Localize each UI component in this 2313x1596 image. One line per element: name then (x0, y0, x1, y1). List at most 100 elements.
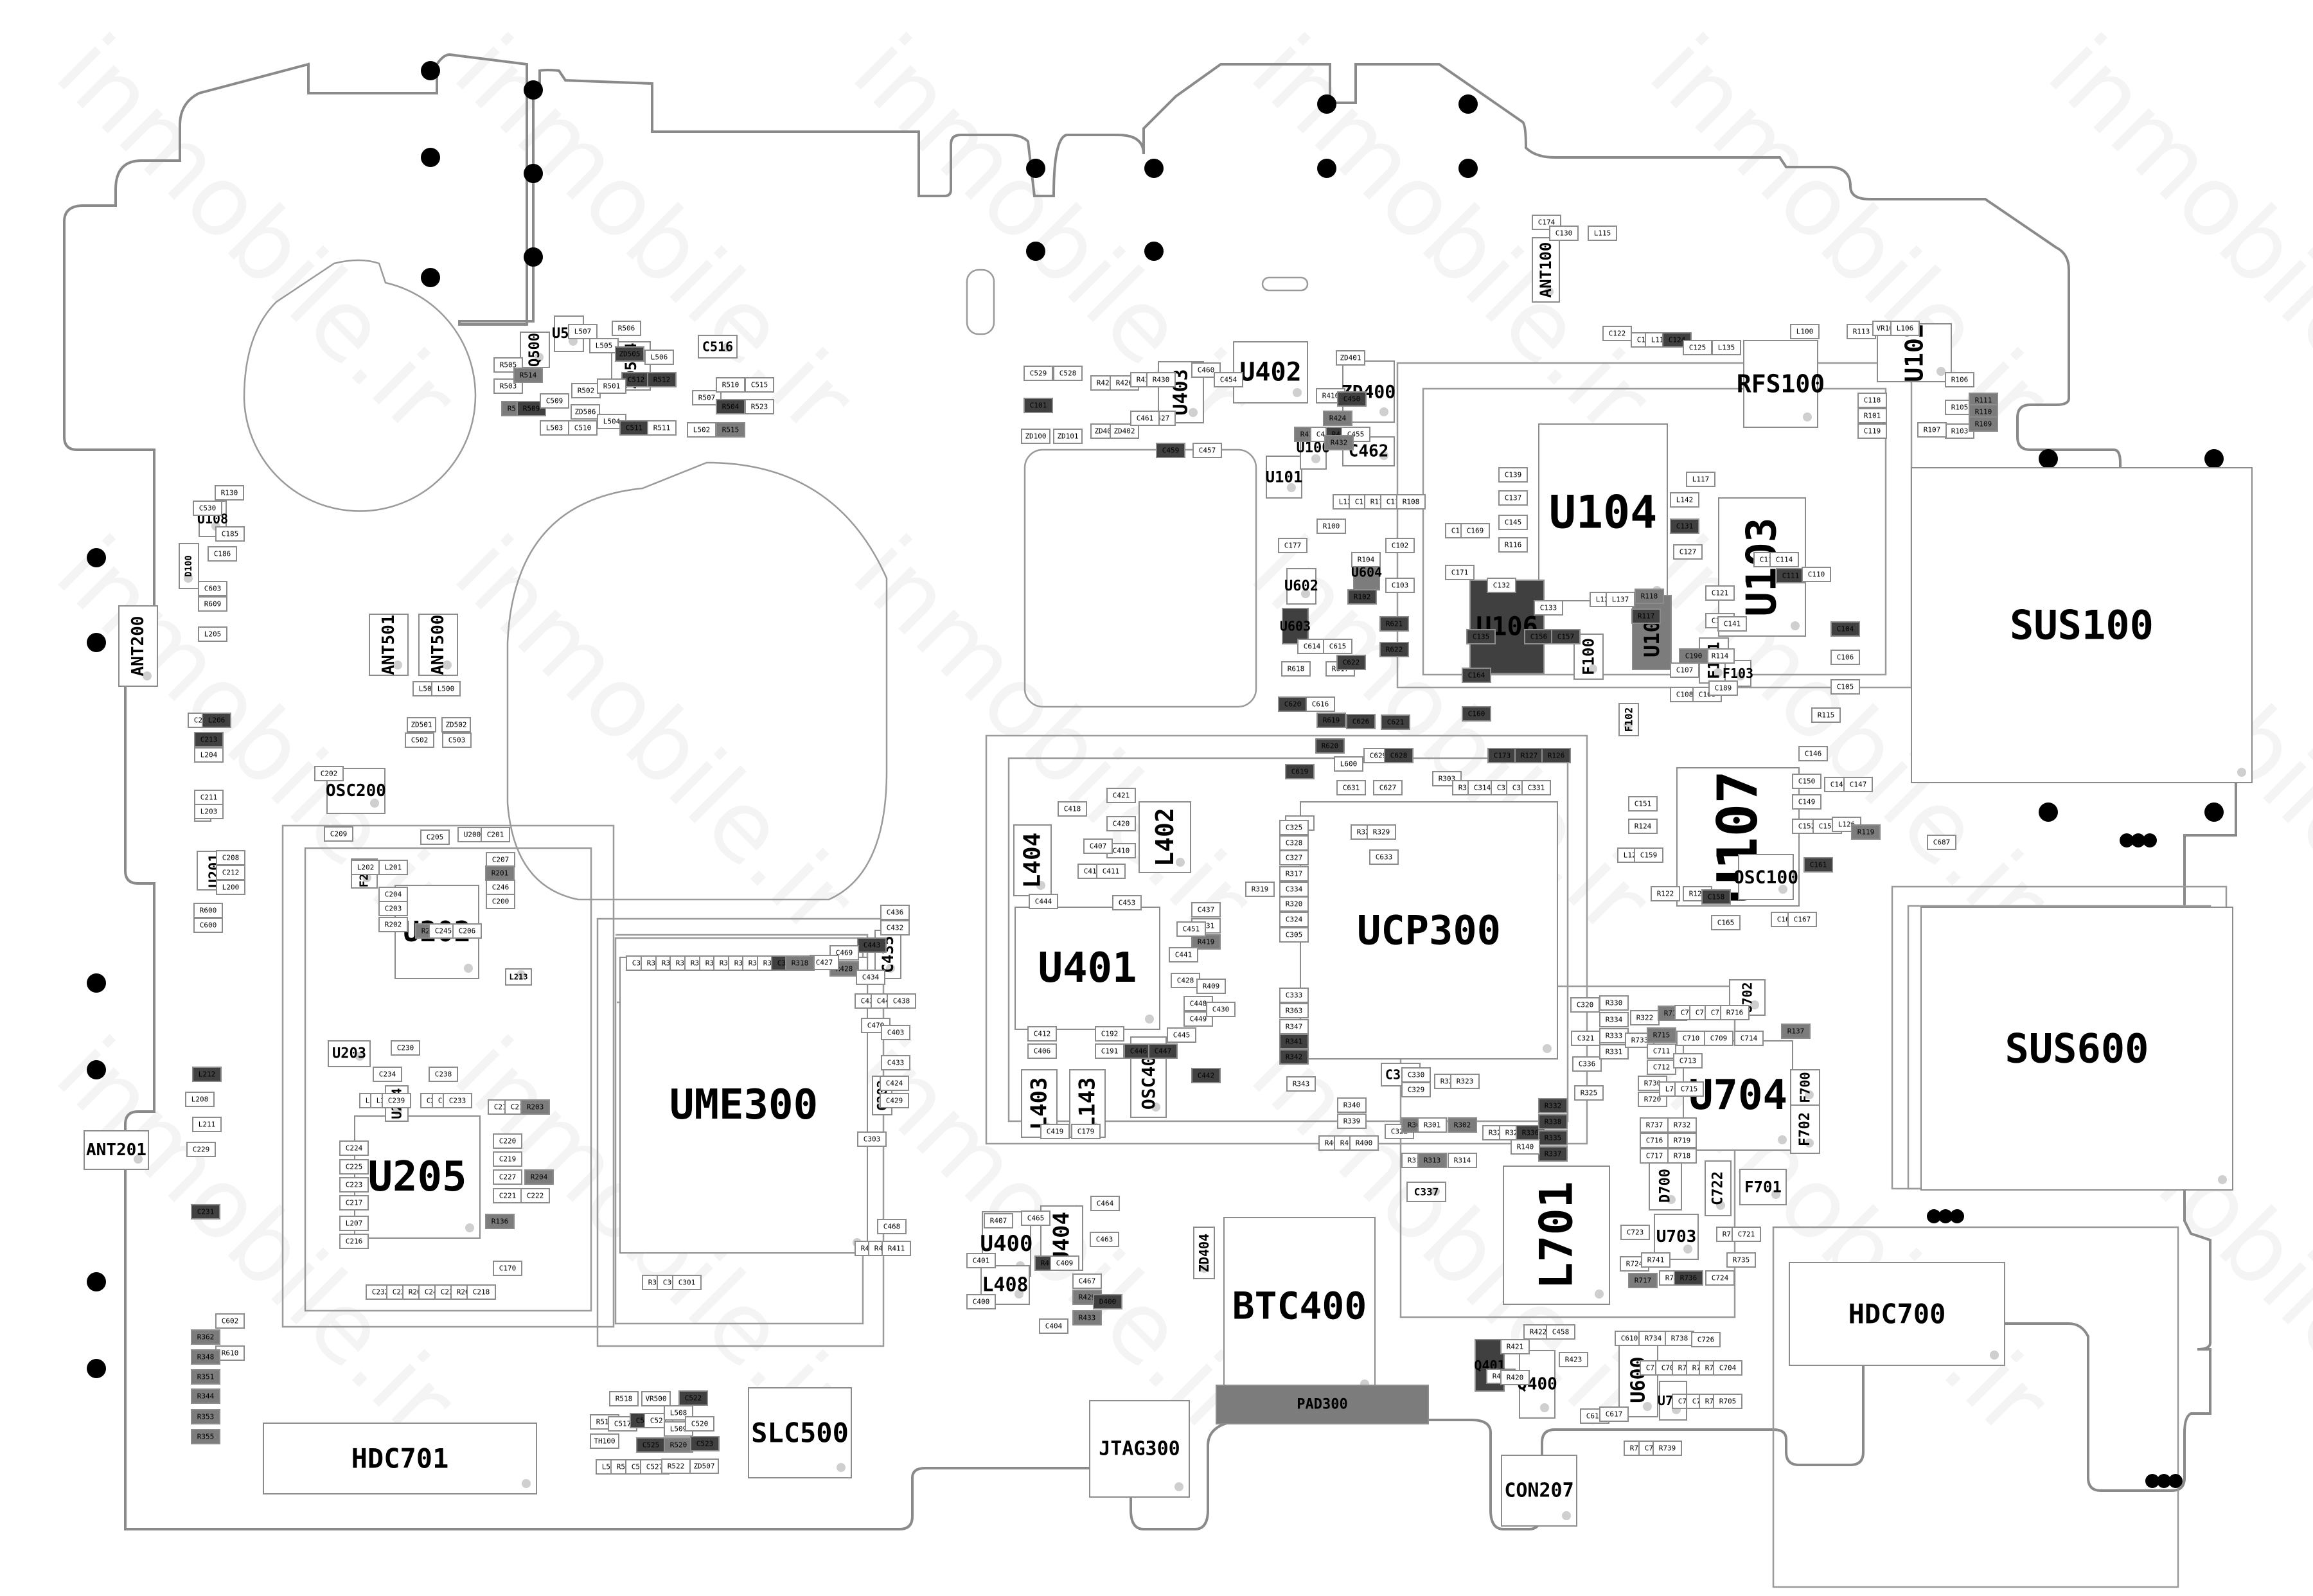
component-c722[interactable]: C722 (1705, 1160, 1732, 1216)
component-ant500[interactable]: ANT500 (418, 614, 458, 676)
component-c212[interactable]: C212 (216, 865, 245, 880)
component-c336[interactable]: C336 (1572, 1056, 1602, 1072)
component-l208[interactable]: L208 (185, 1092, 215, 1107)
component-r432[interactable]: R432 (1324, 435, 1354, 450)
component-c223[interactable]: C223 (339, 1177, 369, 1193)
component-c406[interactable]: C406 (1027, 1043, 1057, 1059)
component-c227[interactable]: C227 (493, 1169, 522, 1185)
component-zd401[interactable]: ZD401 (1336, 350, 1365, 366)
component-c523[interactable]: C523 (690, 1436, 720, 1451)
component-c202[interactable]: C202 (314, 766, 344, 781)
component-u603[interactable]: U603 (1280, 608, 1311, 644)
component-c173[interactable]: C173 (1487, 748, 1517, 763)
component-r332[interactable]: R332 (1538, 1098, 1568, 1113)
component-l207[interactable]: L207 (339, 1216, 369, 1231)
component-ant501[interactable]: ANT501 (369, 614, 409, 676)
component-c192[interactable]: C192 (1095, 1026, 1124, 1042)
component-vr500[interactable]: VR500 (641, 1391, 671, 1406)
component-l137[interactable]: L137 (1606, 592, 1635, 607)
component-r115[interactable]: R115 (1811, 707, 1841, 723)
component-hdc701[interactable]: HDC701 (263, 1423, 537, 1494)
component-r433[interactable]: R433 (1072, 1310, 1102, 1326)
component-r103[interactable]: R103 (1945, 423, 1974, 439)
component-r732[interactable]: R732 (1667, 1117, 1697, 1133)
component-c211[interactable]: C211 (194, 790, 224, 805)
component-l505[interactable]: L505 (589, 338, 619, 353)
component-c602[interactable]: C602 (215, 1313, 245, 1329)
component-c448[interactable]: C448 (1183, 996, 1213, 1011)
component-r106[interactable]: R106 (1945, 372, 1974, 387)
component-c221[interactable]: C221 (493, 1188, 522, 1203)
component-c409[interactable]: C409 (1050, 1255, 1079, 1271)
component-c314[interactable]: C314 (1467, 780, 1497, 795)
component-r739[interactable]: R739 (1653, 1441, 1682, 1456)
component-c616[interactable]: C616 (1306, 696, 1335, 712)
component-r329[interactable]: R329 (1367, 824, 1396, 840)
component-c121[interactable]: C121 (1705, 585, 1735, 601)
component-r422[interactable]: R422 (1523, 1324, 1553, 1340)
component-f100[interactable]: F100 (1573, 634, 1604, 680)
component-c460[interactable]: C460 (1191, 362, 1221, 378)
component-c170[interactable]: C170 (493, 1261, 522, 1276)
component-c108[interactable]: C108 (1670, 687, 1699, 702)
component-f701[interactable]: F701 (1739, 1169, 1787, 1205)
component-r136[interactable]: R136 (485, 1214, 515, 1229)
component-sus600[interactable]: SUS600 (1920, 907, 2233, 1191)
component-c189[interactable]: C189 (1708, 680, 1738, 696)
component-r351[interactable]: R351 (191, 1369, 220, 1385)
component-zd506[interactable]: ZD506 (571, 404, 600, 420)
component-r337[interactable]: R337 (1538, 1146, 1568, 1162)
component-c451[interactable]: C451 (1176, 921, 1206, 937)
component-c213[interactable]: C213 (194, 732, 224, 747)
component-c222[interactable]: C222 (520, 1188, 550, 1203)
component-d100[interactable]: D100 (179, 543, 199, 589)
component-u104[interactable]: U104 (1538, 423, 1668, 601)
component-r719[interactable]: R719 (1667, 1133, 1697, 1148)
component-c125[interactable]: C125 (1683, 340, 1712, 355)
component-r100[interactable]: R100 (1316, 519, 1346, 534)
component-r715[interactable]: R715 (1647, 1027, 1676, 1043)
component-r716[interactable]: R716 (1720, 1005, 1750, 1020)
component-r334[interactable]: R334 (1599, 1012, 1629, 1027)
component-c715[interactable]: C715 (1674, 1081, 1704, 1097)
component-c432[interactable]: C432 (880, 920, 910, 935)
component-zd100[interactable]: ZD100 (1021, 429, 1050, 444)
component-r409[interactable]: R409 (1196, 979, 1226, 994)
component-c461[interactable]: C461 (1130, 411, 1160, 426)
component-c619[interactable]: C619 (1285, 764, 1315, 779)
component-c436[interactable]: C436 (880, 905, 910, 920)
component-c687[interactable]: C687 (1927, 835, 1956, 850)
component-c246[interactable]: C246 (486, 880, 515, 895)
component-d400[interactable]: D400 (1093, 1294, 1122, 1309)
component-zd101[interactable]: ZD101 (1053, 429, 1083, 444)
component-c179[interactable]: C179 (1071, 1124, 1101, 1139)
component-r362[interactable]: R362 (191, 1329, 220, 1345)
component-c234[interactable]: C234 (373, 1067, 402, 1082)
component-c104[interactable]: C104 (1830, 621, 1860, 637)
component-c110[interactable]: C110 (1802, 567, 1831, 582)
component-c218[interactable]: C218 (466, 1284, 496, 1300)
component-r741[interactable]: R741 (1641, 1252, 1670, 1268)
component-c449[interactable]: C449 (1183, 1011, 1213, 1027)
component-r705[interactable]: R705 (1713, 1394, 1742, 1409)
component-c712[interactable]: C712 (1647, 1060, 1676, 1075)
component-r504[interactable]: R504 (716, 399, 745, 414)
component-c238[interactable]: C238 (429, 1067, 458, 1082)
component-r313[interactable]: R313 (1417, 1153, 1447, 1168)
component-c510[interactable]: C510 (568, 420, 598, 436)
component-c419[interactable]: C419 (1040, 1124, 1070, 1139)
component-c411[interactable]: C411 (1096, 864, 1126, 879)
component-c516[interactable]: C516 (698, 335, 738, 359)
component-r423[interactable]: R423 (1559, 1352, 1588, 1367)
component-r204[interactable]: R204 (524, 1169, 554, 1185)
component-c458[interactable]: C458 (1546, 1324, 1575, 1340)
component-r510[interactable]: R510 (716, 377, 745, 393)
component-c324[interactable]: C324 (1279, 912, 1309, 927)
component-c400[interactable]: C400 (966, 1294, 996, 1309)
component-c185[interactable]: C185 (215, 526, 245, 542)
component-c158[interactable]: C158 (1701, 889, 1731, 905)
component-c529[interactable]: C529 (1024, 366, 1053, 381)
component-c442[interactable]: C442 (1191, 1068, 1221, 1083)
component-c147[interactable]: C147 (1843, 777, 1873, 792)
component-c327[interactable]: C327 (1279, 850, 1309, 865)
